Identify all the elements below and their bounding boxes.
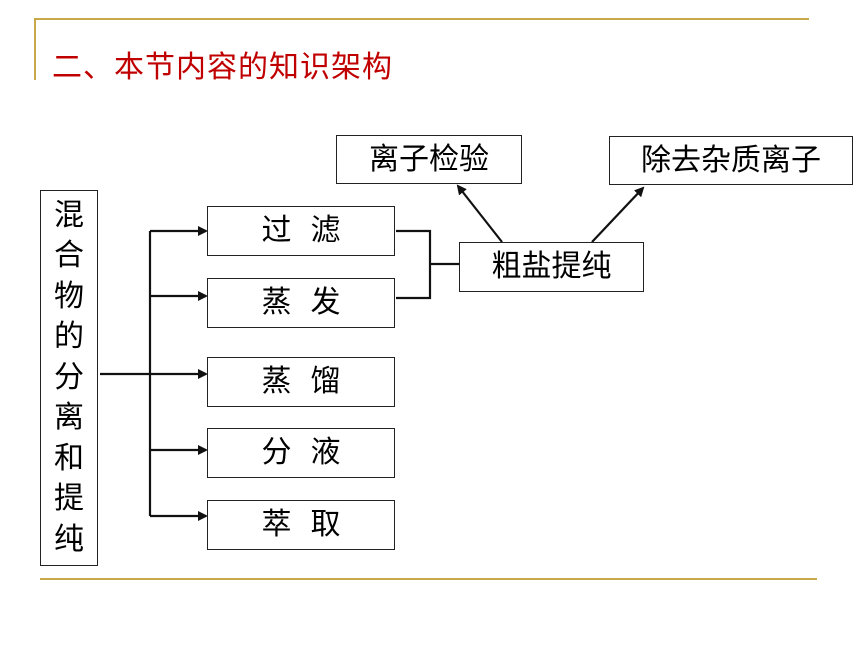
root-char: 离: [54, 400, 84, 436]
root-char: 物: [54, 278, 84, 314]
box-crude-salt-purification: 粗盐提纯: [459, 242, 644, 292]
box-extraction: 萃 取: [207, 500, 395, 550]
bracket-filtration-evaporation: [396, 229, 432, 300]
root-box-mixture-separation: 混 合 物 的 分 离 和 提 纯: [40, 190, 98, 566]
root-char: 混: [54, 197, 84, 233]
root-char: 提: [54, 481, 84, 517]
box-evaporation: 蒸 发: [207, 278, 395, 328]
box-ion-test: 离子检验: [336, 135, 522, 184]
root-char: 和: [54, 440, 84, 476]
bottom-rule: [40, 578, 817, 580]
box-filtration: 过 滤: [207, 206, 395, 256]
left-rule: [34, 18, 36, 80]
root-char: 分: [54, 359, 84, 395]
box-remove-impurity-ions: 除去杂质离子: [609, 136, 853, 185]
arrow-to-remove-ions: [591, 186, 645, 243]
root-char: 纯: [54, 521, 84, 557]
arrow-to-ion-test: [456, 184, 503, 243]
box-liquid-separation: 分 液: [207, 428, 395, 478]
top-rule: [34, 18, 809, 20]
box-distillation: 蒸 馏: [207, 357, 395, 407]
root-char: 合: [54, 238, 84, 274]
page-title: 二、本节内容的知识架构: [52, 50, 393, 85]
root-char: 的: [54, 319, 84, 355]
